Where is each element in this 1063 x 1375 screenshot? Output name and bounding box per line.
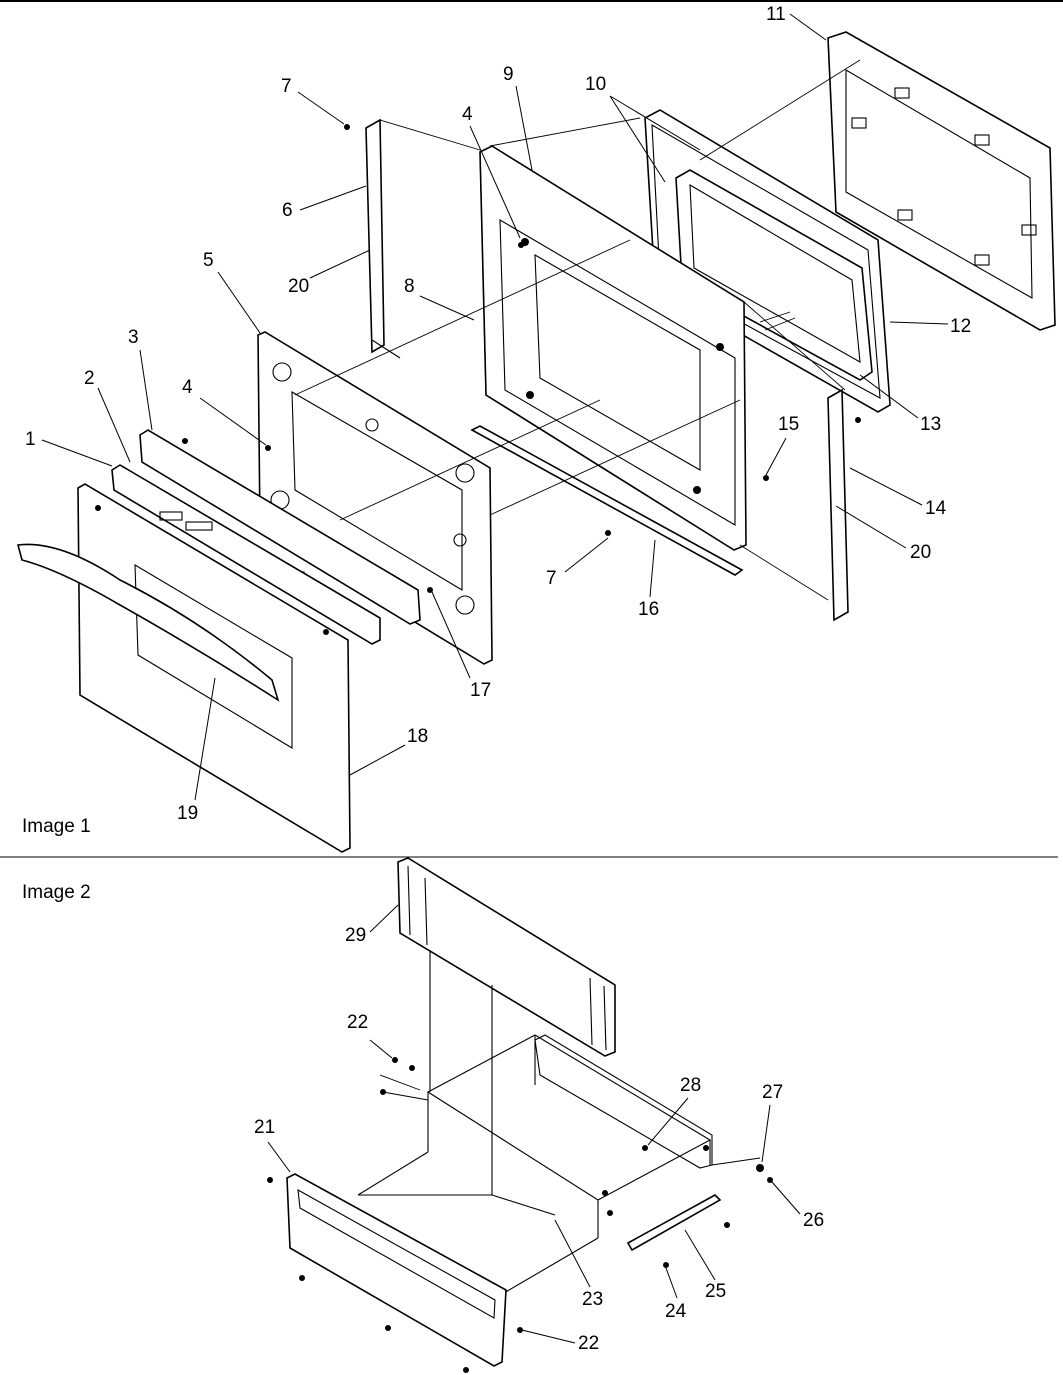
part-14-right-hinge-bracket <box>827 388 849 622</box>
callout-7a: 7 <box>281 76 292 97</box>
callout-7b: 7 <box>546 568 557 589</box>
callout-8: 8 <box>404 276 415 297</box>
callout-15: 15 <box>778 414 799 435</box>
callout-18: 18 <box>407 726 428 747</box>
callout-25: 25 <box>705 1281 726 1302</box>
part-29-rear-panel <box>397 857 616 1057</box>
callout-4a: 4 <box>182 377 193 398</box>
part-23-drawer-body <box>357 950 712 1294</box>
callout-28: 28 <box>680 1075 701 1096</box>
part-21-drawer-front <box>286 1173 507 1367</box>
callout-22a: 22 <box>347 1012 368 1033</box>
callout-11: 11 <box>766 4 786 25</box>
callout-27: 27 <box>762 1082 783 1103</box>
callout-13: 13 <box>920 414 941 435</box>
callout-2: 2 <box>84 368 95 389</box>
callout-6: 6 <box>282 200 293 221</box>
callout-17: 17 <box>470 680 491 701</box>
callout-24: 24 <box>665 1301 687 1322</box>
part-6-left-hinge-bracket <box>365 118 401 359</box>
callout-20a: 20 <box>288 276 309 297</box>
oven-door-exploded-view <box>16 31 1056 853</box>
image-2-callouts: 21 22 22 23 24 25 26 27 28 29 <box>254 904 824 1354</box>
part-2-upper-trim <box>111 464 381 645</box>
callout-5: 5 <box>203 250 214 271</box>
callout-14: 14 <box>925 498 947 519</box>
callout-1: 1 <box>25 429 36 450</box>
callout-12: 12 <box>950 316 971 337</box>
part-25-slide-rail <box>626 1194 722 1252</box>
callout-20b: 20 <box>910 542 931 563</box>
panel-title-image-2: Image 2 <box>22 882 91 903</box>
callout-21: 21 <box>254 1117 275 1138</box>
callout-4b: 4 <box>462 104 473 125</box>
part-16-bottom-channel <box>470 425 744 576</box>
callout-19: 19 <box>177 803 198 824</box>
part-11-door-frame <box>827 31 1056 331</box>
callout-22b: 22 <box>578 1333 599 1354</box>
callout-23: 23 <box>582 1289 603 1310</box>
callout-9: 9 <box>503 64 514 85</box>
drawer-exploded-view <box>267 857 773 1373</box>
callout-16: 16 <box>638 599 659 620</box>
part-18-outer-door-panel <box>77 483 351 853</box>
panel-title-image-1: Image 1 <box>22 816 91 837</box>
callout-29: 29 <box>345 925 366 946</box>
callout-3: 3 <box>128 327 139 348</box>
callout-10: 10 <box>585 74 606 95</box>
part-19-door-handle <box>16 543 280 702</box>
image-1-callouts: 1 2 3 4 4 5 6 7 7 8 9 10 11 12 13 14 15 … <box>25 4 971 824</box>
callout-26: 26 <box>803 1210 824 1231</box>
